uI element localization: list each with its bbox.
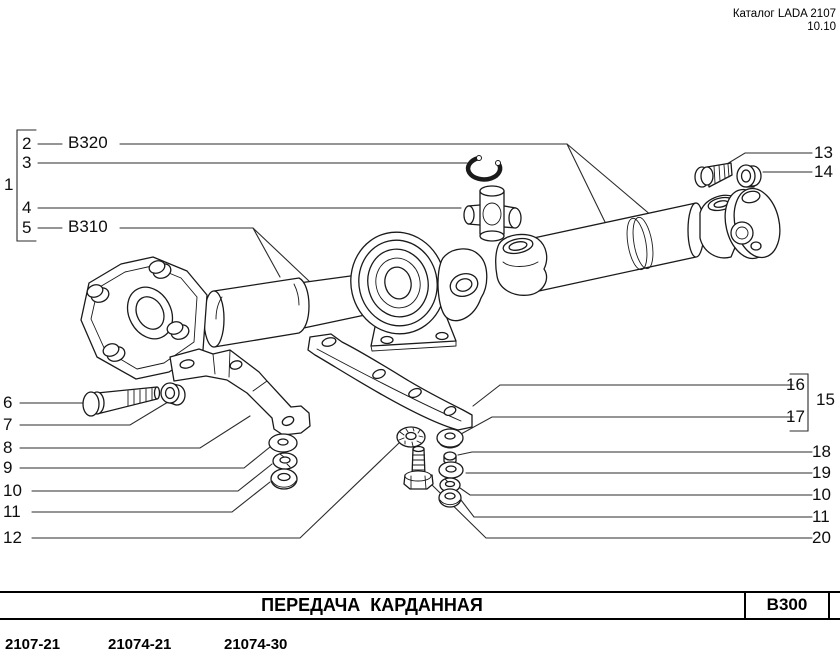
part-crossmember [307, 333, 473, 431]
callout-5: 5 [22, 218, 32, 237]
part-bushing-17 [436, 428, 464, 449]
part-nut-11 [270, 468, 298, 490]
code-b320[interactable]: B320 [68, 133, 108, 152]
callout-13: 13 [814, 143, 833, 162]
leader-lines [16, 129, 813, 539]
section-title: ПЕРЕДАЧА КАРДАННАЯ [261, 595, 483, 615]
part-washer-19 [438, 461, 464, 479]
callout-4: 4 [22, 198, 32, 217]
model-code-21074-21[interactable]: 21074-21 [108, 636, 172, 653]
part-nut-14 [736, 164, 762, 188]
callout-12: 12 [3, 528, 22, 547]
callout-10-left: 10 [3, 481, 22, 500]
part-nut-11-right [438, 488, 462, 508]
part-front-propshaft-tube [190, 273, 366, 348]
callout-11-left: 11 [3, 502, 21, 521]
callout-11-right: 11 [812, 507, 830, 526]
part-safety-bracket [169, 348, 311, 436]
callout-14: 14 [814, 162, 833, 181]
model-code-2107-21[interactable]: 2107-21 [5, 636, 61, 653]
callout-2: 2 [22, 134, 32, 153]
part-rear-propshaft-tube [495, 202, 705, 296]
model-code-21074-30[interactable]: 21074-30 [224, 636, 288, 653]
part-washer-9 [268, 433, 298, 453]
callout-6: 6 [3, 393, 13, 412]
callout-9: 9 [3, 458, 13, 477]
page-number: 10.10 [807, 21, 836, 33]
part-center-bearing [350, 231, 446, 335]
callout-18: 18 [812, 442, 831, 461]
callout-16: 16 [786, 375, 805, 394]
part-spacer-18 [443, 451, 457, 464]
part-nut-7 [160, 382, 186, 406]
footer-rule-top [0, 591, 840, 593]
part-ujoint-spider [463, 185, 522, 242]
part-lockwasher-10 [272, 452, 298, 470]
part-bolt-13 [694, 162, 733, 188]
callout-1: 1 [4, 175, 14, 194]
footer-divider [744, 591, 746, 620]
part-bolt-6 [82, 386, 161, 417]
callout-7: 7 [3, 415, 13, 434]
catalog-title: Каталог LADA 2107 [732, 8, 836, 20]
callout-19: 19 [812, 463, 831, 482]
part-snap-ring [465, 155, 503, 182]
section-code[interactable]: B300 [766, 595, 808, 614]
callout-8: 8 [3, 438, 13, 457]
callout-17: 17 [786, 407, 805, 426]
callout-15: 15 [816, 390, 835, 409]
footer-rule-bottom [0, 618, 840, 620]
part-front-flange-yoke [80, 256, 208, 380]
part-rear-flange-yoke [699, 187, 781, 260]
callout-10-right: 10 [812, 485, 831, 504]
part-star-washer-12 [396, 426, 426, 448]
part-bolt-20 [403, 445, 434, 490]
part-lockwasher-10-right [439, 477, 461, 493]
callout-20: 20 [812, 528, 831, 547]
callout-3: 3 [22, 153, 32, 172]
group15-bracket [789, 373, 809, 432]
footer-right-border [828, 591, 830, 620]
part-center-yoke [437, 248, 488, 322]
group1-bracket [16, 129, 37, 242]
code-b310[interactable]: B310 [68, 217, 108, 236]
